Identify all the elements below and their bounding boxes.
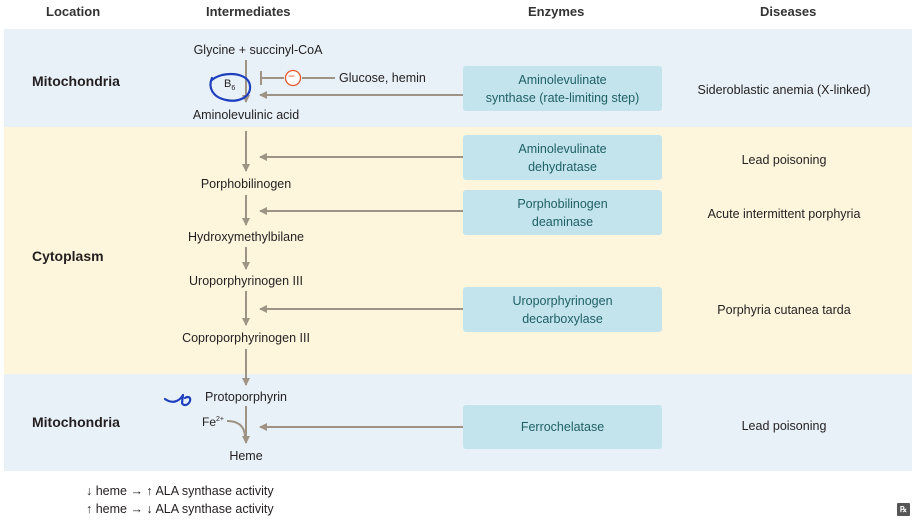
enzyme-ferrochelatase: Ferrochelatase [463,405,662,449]
header-diseases: Diseases [760,4,817,19]
arrow-iron-curve [226,420,246,437]
disease-lead-poisoning-2: Lead poisoning [741,419,827,433]
enzyme-ala-dehydratase: Aminolevulinate dehydratase [463,135,662,180]
cofactor-b6: B6 [224,78,236,93]
enzyme-uro-decarboxylase: Uroporphyrinogen decarboxylase [463,287,662,332]
disease-porphyria-cutanea-tarda: Porphyria cutanea tarda [717,303,851,317]
enzyme-pbg-deaminase: Porphobilinogen deaminase [463,190,662,235]
disease-sideroblastic-anemia: Sideroblastic anemia (X-linked) [697,83,871,97]
handwritten-circle-annotation-icon [209,72,252,102]
intermediate-hydroxymethylbilane: Hydroxymethylbilane [187,230,305,244]
header-enzymes: Enzymes [528,4,585,19]
note-high-heme: ↑ heme → ↓ ALA synthase activity [86,502,274,516]
rx-logo-icon: ℞ [897,503,910,516]
iron-fe2: Fe2+ [202,415,224,429]
inhibition-symbol: − [288,69,296,83]
header-location: Location [46,4,101,19]
band-mitochondria-top [4,29,912,127]
handwritten-mark-annotation-icon [163,393,192,407]
header-intermediates: Intermediates [206,4,291,19]
disease-acute-intermittent-porphyria: Acute intermittent porphyria [707,207,861,221]
location-mitochondria-bottom: Mitochondria [32,414,120,430]
location-mitochondria-top: Mitochondria [32,73,120,89]
intermediate-coproporphyrinogen: Coproporphyrinogen III [182,331,310,345]
intermediate-protoporphyrin: Protoporphyrin [205,390,287,404]
disease-lead-poisoning-1: Lead poisoning [741,153,827,167]
inhibitor-label: Glucose, hemin [339,71,426,85]
inhibition-circle-icon [284,69,302,87]
intermediate-uroporphyrinogen: Uroporphyrinogen III [189,274,303,288]
band-mitochondria-bottom [4,374,912,471]
intermediate-aminolevulinic-acid: Aminolevulinic acid [192,108,300,122]
note-low-heme: ↓ heme → ↑ ALA synthase activity [86,484,274,498]
intermediate-heme: Heme [229,449,263,463]
location-cytoplasm: Cytoplasm [32,248,104,264]
band-cytoplasm [4,127,912,374]
intermediate-glycine: Glycine + succinyl-CoA [193,43,323,57]
intermediate-porphobilinogen: Porphobilinogen [200,177,292,191]
enzyme-ala-synthase: Aminolevulinate synthase (rate-limiting … [463,66,662,111]
